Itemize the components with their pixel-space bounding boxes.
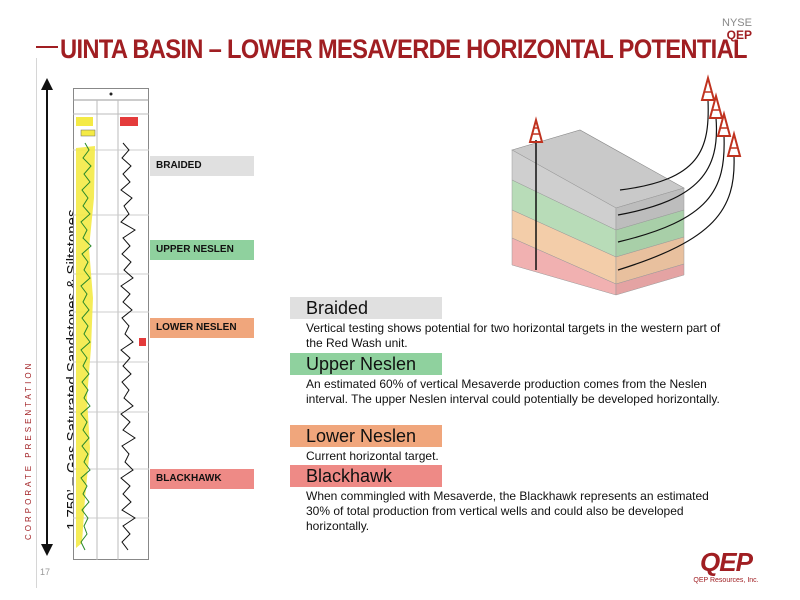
drilling-rig-icon xyxy=(708,92,724,119)
zone-description-braided: Vertical testing shows potential for two… xyxy=(306,321,721,350)
zone-description-lower-neslen: Current horizontal target. xyxy=(306,449,439,463)
drilling-rig-icon xyxy=(716,110,732,137)
zone-description-upper-neslen: An estimated 60% of vertical Mesaverde p… xyxy=(306,377,720,406)
log-tag-lower-neslen: LOWER NESLEN xyxy=(150,318,254,338)
page-title: UINTA BASIN – LOWER MESAVERDE HORIZONTAL… xyxy=(60,34,748,64)
drilling-rig-icon xyxy=(700,74,716,101)
well-log-chart xyxy=(73,88,149,560)
zone-heading-blackhawk: Blackhawk xyxy=(290,465,442,487)
zone-heading-lower-neslen: Lower Neslen xyxy=(290,425,442,447)
log-tag-braided-label: BRAIDED xyxy=(156,160,202,171)
page-number: 17 xyxy=(40,567,51,577)
logo-caption: QEP Resources, Inc. xyxy=(693,577,759,584)
sidebar-label: CORPORATE PRESENTATION xyxy=(24,360,33,540)
title-accent-rule xyxy=(36,46,58,48)
exchange-label: NYSE xyxy=(722,17,752,29)
log-tag-blackhawk: BLACKHAWK xyxy=(150,469,254,489)
log-tag-braided: BRAIDED xyxy=(150,156,254,176)
log-tag-blackhawk-label: BLACKHAWK xyxy=(156,473,222,484)
logo-mark: QEP xyxy=(700,547,753,577)
ticker-label: QEP xyxy=(726,28,752,42)
zone-heading-upper-neslen: Upper Neslen xyxy=(290,353,442,375)
zone-heading-braided: Braided xyxy=(290,297,442,319)
drilling-rig-icon xyxy=(528,116,544,143)
thickness-arrow xyxy=(41,78,53,556)
exchange-ticker: NYSE QEP xyxy=(722,17,752,41)
drilling-rig-icon xyxy=(726,130,742,157)
log-tag-lower-neslen-label: LOWER NESLEN xyxy=(156,322,237,333)
zone-description-blackhawk: When commingled with Mesaverde, the Blac… xyxy=(306,489,709,533)
log-tag-upper-neslen-label: UPPER NESLEN xyxy=(156,244,234,255)
reservoir-block-diagram xyxy=(511,74,742,296)
company-logo: QEP QEP Resources, Inc. xyxy=(686,548,766,592)
left-divider xyxy=(36,58,37,588)
log-tag-upper-neslen: UPPER NESLEN xyxy=(150,240,254,260)
